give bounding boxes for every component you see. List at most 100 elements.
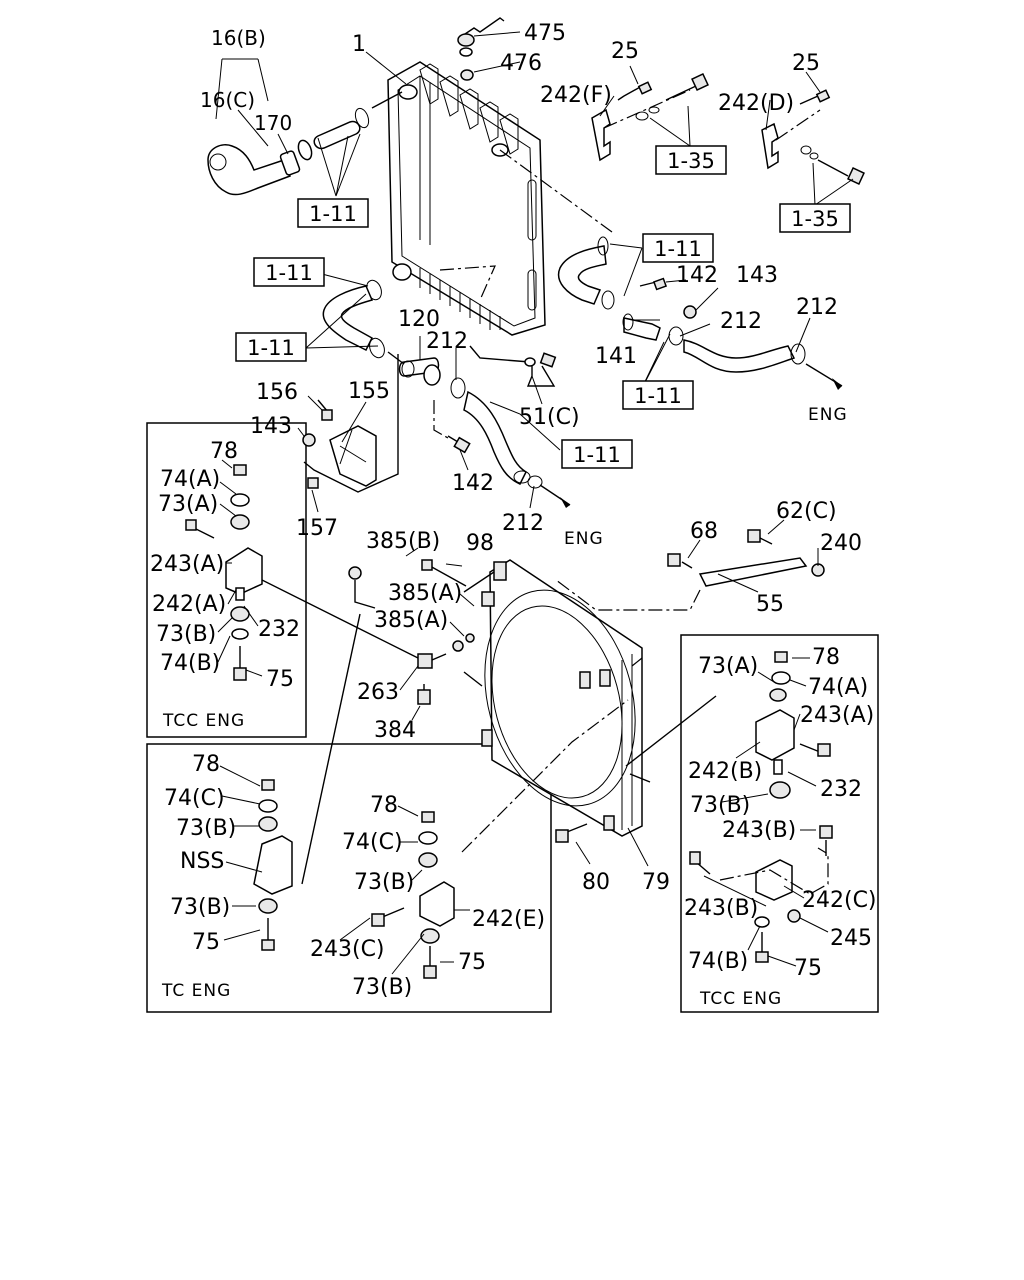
label-212-c: 212 [426,329,468,354]
label-243a-r: 243(A) [800,703,874,728]
stay-55 [667,529,825,587]
inset-frame-tcc-right [680,634,879,1013]
filler-cap [457,17,505,81]
label-nss: NSS [180,849,224,874]
label-74b-r: 74(B) [688,949,748,974]
label-73b-d: 73(B) [354,870,414,895]
label-75-c: 75 [458,950,486,975]
label-55: 55 [756,592,784,617]
ref-box-1-11-right: 1-11 [642,233,714,263]
label-243c: 243(C) [310,937,385,962]
ref-box-1-11-lower-right: 1-11 [622,380,694,410]
label-78-r: 78 [812,645,840,670]
label-78-a: 78 [210,439,238,464]
label-384: 384 [374,718,416,743]
label-51c: 51(C) [519,405,580,430]
radiator [387,61,546,336]
label-242e: 242(E) [472,907,545,932]
ref-box-1-11-lower-left: 1-11 [235,332,307,362]
label-25-b: 25 [792,51,820,76]
label-242d: 242(D) [718,91,794,116]
label-243a-a: 243(A) [150,552,224,577]
label-74a-a: 74(A) [160,467,220,492]
svg-text:1-11: 1-11 [573,443,621,467]
label-243b-r1: 243(B) [722,818,796,843]
svg-text:1-11: 1-11 [265,261,313,285]
label-68: 68 [690,519,718,544]
label-74c-b: 74(C) [164,786,225,811]
label-eng-2: ENG [808,405,848,425]
svg-text:1-35: 1-35 [791,207,839,231]
label-240: 240 [820,531,862,556]
label-73a-a: 73(A) [158,492,218,517]
ref-box-1-11-center: 1-11 [561,439,633,469]
label-73b-b: 73(B) [176,816,236,841]
label-242c: 242(C) [802,888,877,913]
ref-box-1-35-a: 1-35 [655,145,727,175]
label-98: 98 [466,531,494,556]
thermostat-housing [622,277,843,390]
label-263: 263 [357,680,399,705]
label-74c-c: 74(C) [342,830,403,855]
label-245: 245 [830,926,872,951]
bracket-242f [591,73,709,162]
label-73a-r: 73(A) [698,654,758,679]
label-79: 79 [642,870,670,895]
label-73b-c: 73(B) [170,895,230,920]
label-385a-1: 385(A) [388,581,462,606]
label-142-b: 142 [452,471,494,496]
caption-tcc-eng-left: TCC ENG [162,711,245,731]
part-labels: 16(B) 16(C) 170 1 475 476 25 242(F) 25 2… [150,21,877,1000]
label-476: 476 [500,51,542,76]
label-75-a: 75 [266,667,294,692]
label-78-c: 78 [370,793,398,818]
label-1: 1 [352,32,366,57]
inset-tc-parts [253,779,455,979]
label-385a-2: 385(A) [374,608,448,633]
leader-lines [215,31,854,975]
label-78-b: 78 [192,752,220,777]
label-212-d: 212 [502,511,544,536]
label-75-r: 75 [794,956,822,981]
label-74b-a: 74(B) [160,651,220,676]
isolator-parts [348,559,475,705]
label-156: 156 [256,380,298,405]
label-73b-e: 73(B) [352,975,412,1000]
inset-frame-tc [146,743,552,1013]
label-475: 475 [524,21,566,46]
caption-tc-eng: TC ENG [161,981,231,1001]
bolt-142-lower [447,435,471,454]
label-73b-r: 73(B) [690,793,750,818]
label-eng-1: ENG [564,529,604,549]
pipe-120 [398,357,466,399]
ref-box-1-11-left: 1-11 [253,257,325,287]
label-242a: 242(A) [152,592,226,617]
label-232-a: 232 [258,617,300,642]
label-232-r: 232 [820,777,862,802]
label-385b: 385(B) [366,529,440,554]
svg-text:1-11: 1-11 [634,384,682,408]
inset-right-parts [689,651,833,963]
bracket-155 [302,354,399,493]
label-243b-r2: 243(B) [684,896,758,921]
label-141: 141 [595,344,637,369]
svg-text:1-35: 1-35 [667,149,715,173]
right-upper-hose [557,236,615,310]
fan-shroud [481,559,643,843]
ref-box-1-35-b: 1-35 [779,203,851,233]
hose-to-eng-center [463,390,571,508]
label-25-a: 25 [611,39,639,64]
ref-box-1-11-top: 1-11 [297,198,369,228]
label-16c: 16(C) [200,88,255,112]
bracket-242d [761,89,865,185]
lower-left-hose [322,279,385,359]
label-74a-r: 74(A) [808,675,868,700]
label-143-a: 143 [736,263,778,288]
label-155: 155 [348,379,390,404]
upper-left-hoses [207,107,370,196]
svg-text:1-11: 1-11 [309,202,357,226]
inset-frame-tcc-left [146,422,307,738]
label-157: 157 [296,516,338,541]
caption-tcc-eng-right: TCC ENG [699,989,782,1009]
label-16b: 16(B) [211,26,266,50]
